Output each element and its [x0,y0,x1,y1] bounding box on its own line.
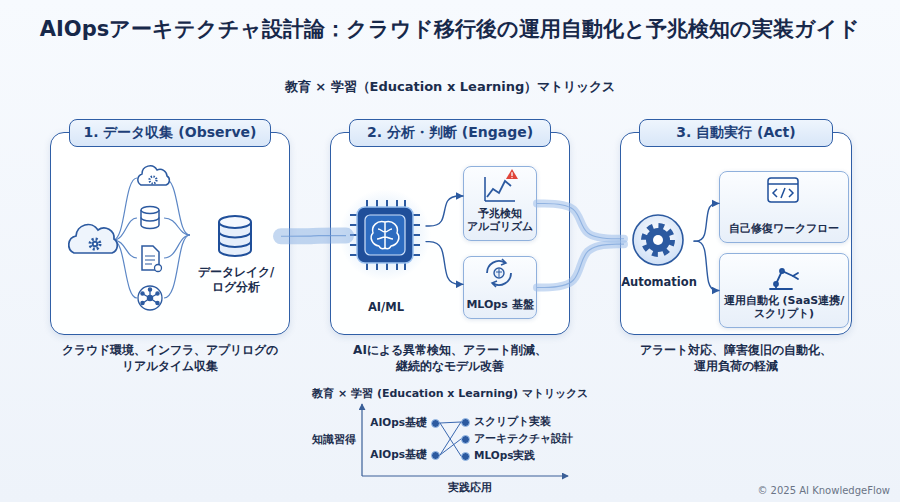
stage-heading: 1. データ収集 (Observe) [69,119,271,147]
flow-highlight [281,235,346,237]
stage-panel: 2. 分析・判断 (Engage)AI/ML予兆検知 アルゴリズムMLOps 基… [330,132,570,335]
stage-heading: 3. 自動実行 (Act) [639,119,833,147]
stage-description: AIによる異常検知、アラート削減、 継続的なモデル改善 [330,343,570,374]
stage-panel: 1. データ収集 (Observe)データレイク/ ログ分析 [50,132,290,335]
connector-line [694,241,719,290]
process-box: 予兆検知 アルゴリズム [463,166,537,241]
flow-highlight [537,204,624,239]
matrix-point: アーキテクチャ設計 [461,431,561,447]
datalake-node: データレイク/ ログ分析 [191,213,281,296]
document-icon [142,246,162,272]
ai-chip-icon [339,189,431,281]
copyright-note: © 2025 AI KnowledgeFlow [690,484,890,497]
node-label: 予兆検知 アルゴリズム [466,207,534,235]
node-label: Automation [621,275,697,289]
database-icon [141,207,159,229]
matrix-dot [431,451,440,460]
diagram-title: AIOpsアーキテクチャ設計論：クラウド移行後の運用自動化と予兆検知の実装ガイド [0,15,900,43]
node-label: AIOps基礎 [370,416,427,429]
matrix-axes [362,404,568,476]
node-label: MLOps実践 [474,449,535,462]
node-label: スクリプト実装 [474,415,551,428]
node-label: 自己修復ワークフロー [729,222,839,236]
flow-highlight [537,244,624,287]
chart-alert-icon [485,169,518,201]
connector-line [426,196,463,226]
automation-gear-icon [633,215,683,265]
matrix-point: AIOps基礎 [370,447,440,463]
stage-heading: 2. 分析・判断 (Engage) [349,119,551,147]
stage-description: アラート対応、障害復旧の自動化、 運用負荷の軽減 [620,343,852,374]
subtitle: 教育 × 学習（Education x Learning）マトリックス [0,79,900,96]
matrix-dot [461,418,470,427]
matrix-point: MLOps実践 [461,448,561,464]
matrix-dot [431,419,440,428]
process-box: MLOps 基盤 [463,256,537,319]
node-label: AIOps基礎 [370,448,427,461]
node-label: AI/ML [368,300,404,314]
stage-description: クラウド環境、インフラ、アプリログの リアルタイム収集 [50,343,290,374]
stage-panel: 3. 自動実行 (Act)Automation自己修復ワークフロー運用自動化 (… [620,132,852,335]
node-label: アーキテクチャ設計 [474,432,573,445]
matrix-point: AIOps基礎 [370,415,440,431]
matrix-title: 教育 × 学習 (Education x Learning) マトリックス [250,387,650,401]
flow-connector [281,228,346,245]
node-label: 運用自動化 (SaaS連携/スクリプト) [722,294,846,322]
axis-label: 実践応用 [425,481,515,495]
connector-line [426,242,463,285]
connector-line [694,203,719,241]
flow-connector [537,204,624,239]
node-label: MLOps 基盤 [466,298,533,312]
mlops-cycle-icon [487,259,511,287]
connector-line [440,422,461,455]
automation-node: Automation [624,213,694,291]
ai-chip-node: AI/ML [346,196,426,316]
network-icon [138,286,162,310]
matrix-dot [461,452,470,461]
axis-label: 知識習得 [300,433,356,447]
node-label: データレイク/ ログ分析 [191,265,281,294]
connector-line [440,439,461,455]
cloud-icon [69,225,118,253]
robot-arm-icon [770,269,798,289]
cloud-gear-icon [138,166,170,185]
datalake-icon [219,216,251,256]
process-box: 自己修復ワークフロー [719,171,849,243]
connector-line [440,423,461,456]
flow-connector [537,244,624,287]
connector-line [440,422,461,423]
source-wires [113,178,190,298]
matrix-point: スクリプト実装 [461,414,561,430]
matrix-dot [461,435,470,444]
code-window-icon [768,178,798,202]
process-box: 運用自動化 (SaaS連携/スクリプト) [719,253,849,328]
